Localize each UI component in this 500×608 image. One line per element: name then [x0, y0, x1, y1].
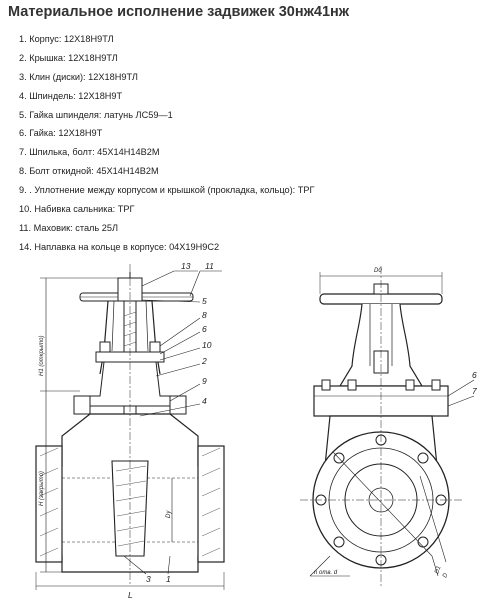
dim-l: L — [128, 590, 133, 600]
callout-13: 13 — [181, 261, 191, 271]
list-item: 11. Маховик: сталь 25Л — [19, 222, 119, 233]
callout-11: 11 — [205, 261, 214, 271]
list-item: 5. Гайка шпинделя: латунь ЛС59—1 — [19, 109, 173, 120]
dim-d: D — [442, 572, 449, 579]
valve-section-svg: 13 11 5 8 6 10 2 9 4 3 1 H1 (открыто) H … — [35, 261, 225, 600]
list-item: 7. Шпилька, болт: 45Х14Н14В2М — [19, 147, 160, 158]
list-item: 4. Шпиндель: 12Х18Н9Т — [19, 90, 123, 101]
dim-h1: H1 (открыто) — [39, 335, 45, 376]
dim-holes: n отв. d — [314, 570, 338, 576]
dim-d1: D1 — [434, 565, 442, 574]
parts-list: 1. Корпус: 12Х18Н9ТЛ 2. Крышка: 12Х18Н9Т… — [19, 33, 315, 260]
list-item: 8. Болт откидной: 45Х14Н14В2М — [19, 166, 159, 177]
callout-10: 10 — [202, 340, 212, 350]
list-item: 1. Корпус: 12Х18Н9ТЛ — [19, 34, 114, 44]
callout-9: 9 — [202, 376, 207, 386]
valve-section-drawing: 13 11 5 8 6 10 2 9 4 3 1 H1 (открыто) H … — [0, 256, 262, 608]
list-item: 10. Набивка сальника: ТРГ — [19, 204, 135, 215]
valve-front-svg: D0 6 7 D1 D n отв. d — [300, 266, 477, 586]
callout-6-front: 6 — [472, 370, 477, 380]
page-title: Материальное исполнение задвижек 30нж41н… — [8, 4, 350, 20]
callout-1: 1 — [166, 574, 171, 584]
list-item: 14. Наплавка на кольце в корпусе: 04Х19Н… — [19, 241, 220, 252]
dim-dy: Dу — [166, 510, 172, 518]
callout-3: 3 — [146, 574, 151, 584]
dim-d0: D0 — [374, 268, 382, 274]
list-item: 2. Крышка: 12Х18Н9ТЛ — [19, 52, 118, 63]
valve-front-drawing: D0 6 7 D1 D n отв. d — [270, 256, 498, 608]
callout-4: 4 — [202, 396, 207, 406]
callout-2: 2 — [201, 356, 207, 366]
callout-5: 5 — [202, 296, 207, 306]
list-item: 9. . Уплотнение между корпусом и крышкой… — [19, 185, 315, 196]
list-item: 6. Гайка: 12Х18Н9Т — [19, 128, 103, 139]
callout-6: 6 — [202, 324, 207, 334]
callout-7-front: 7 — [472, 386, 477, 396]
callout-8: 8 — [202, 310, 207, 320]
dim-h: H (закрыто) — [39, 471, 45, 506]
list-item: 3. Клин (диски): 12Х18Н9ТЛ — [19, 71, 138, 82]
